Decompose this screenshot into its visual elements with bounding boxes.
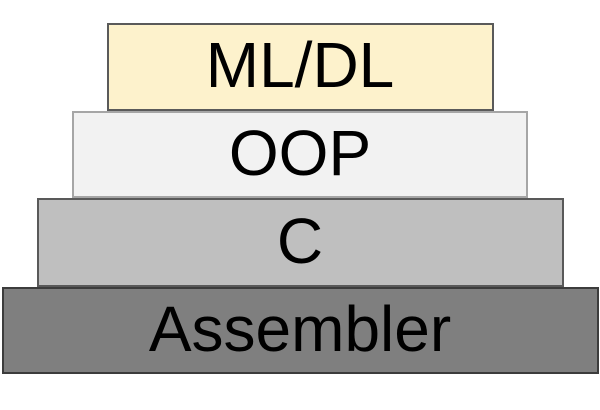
layer-oop-label: OOP xyxy=(228,116,372,189)
layer-ml-dl: ML/DL xyxy=(106,23,494,111)
layer-oop: OOP xyxy=(72,111,528,198)
layer-assembler-label: Assembler xyxy=(148,292,452,365)
layer-c: C xyxy=(36,198,564,287)
layer-assembler: Assembler xyxy=(1,287,599,374)
layer-c-label: C xyxy=(276,204,324,277)
layer-ml-dl-label: ML/DL xyxy=(205,29,395,101)
